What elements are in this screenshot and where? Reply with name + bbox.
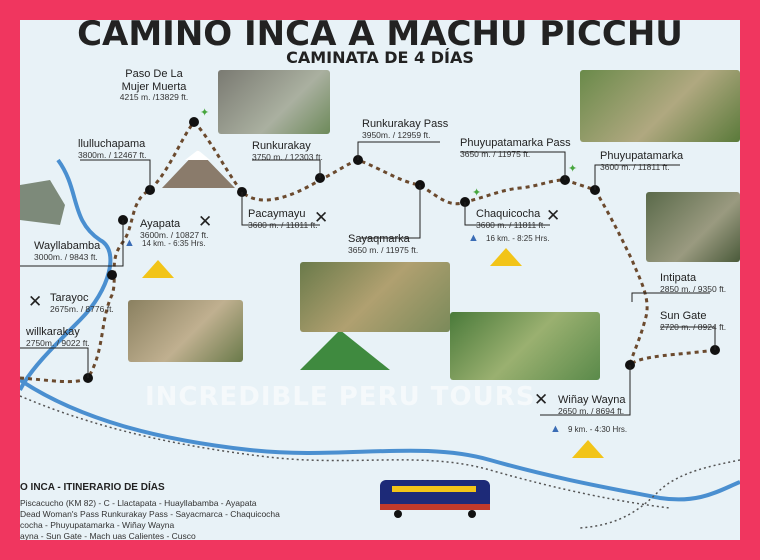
inca-trail	[20, 119, 716, 384]
legend-line: Piscacucho (KM 82) - C - Llactapata - Hu…	[20, 498, 257, 508]
label-leaders	[20, 141, 716, 416]
legend-heading: O INCA - ITINERARIO DE DÍAS	[20, 482, 165, 493]
label-pacaymayu: Pacaymayu 3600 m. / 11811 ft.	[248, 208, 318, 230]
legend-line: ayna - Sun Gate - Mach uas Calientes - C…	[20, 531, 196, 540]
ruin-photo	[450, 312, 600, 380]
railway-right	[579, 459, 740, 529]
map-title: CAMINO INCA A MACHU PICCHU	[77, 20, 683, 54]
ruin-photo	[300, 262, 450, 332]
campsite-tent-icon	[142, 260, 174, 278]
leaf-icon: ✦	[568, 163, 578, 175]
river	[20, 158, 740, 502]
label-phuyupatamarka-pass: Phuyupatamarka Pass 3650 m. / 11975 ft.	[460, 137, 571, 159]
label-sayaqmarka: Sayaqmarka 3650 m. / 11975 ft.	[348, 233, 419, 255]
cutlery-icon: ✕	[28, 292, 43, 312]
cutlery-icon: ✕	[198, 212, 213, 232]
mountain-illustration	[20, 180, 65, 225]
label-runkurakay: Runkurakay 3750 m. / 12303 ft.	[252, 140, 323, 162]
cutlery-icon: ✕	[314, 208, 329, 228]
ruin-photo	[646, 192, 740, 262]
day-stat: 16 km. - 8:25 Hrs.	[486, 234, 550, 243]
railway	[20, 395, 671, 509]
cutlery-icon: ✕	[546, 206, 561, 226]
boot-icon: ▲	[468, 232, 479, 244]
label-intipata: Intipata 2850 m. / 9350 ft.	[660, 272, 727, 294]
legend-line: cocha - Phuyupatamarka - Wiñay Wayna	[20, 520, 175, 530]
label-willkarakay: willkarakay 2750m. / 9022 ft.	[26, 326, 90, 348]
leaf-icon: ✦	[200, 107, 210, 119]
campsite-tent-icon	[490, 248, 522, 266]
day-stat: 9 km. - 4:30 Hrs.	[568, 425, 628, 434]
itinerary-legend: O INCA - ITINERARIO DE DÍAS Piscacucho (…	[20, 478, 380, 540]
campsite-tent-icon	[572, 440, 604, 458]
ruin-photo	[218, 70, 330, 134]
label-llulluchapama: llulluchapama 3800m. / 12467 ft.	[78, 138, 147, 160]
ruin-photo	[580, 70, 740, 142]
day-stat: 14 km. - 6:35 Hrs.	[142, 239, 206, 248]
train-illustration	[380, 480, 490, 518]
leaf-icon: ✦	[472, 187, 482, 199]
boot-icon: ▲	[550, 423, 561, 435]
stop-marker	[189, 117, 199, 127]
mountain-illustration	[300, 330, 390, 370]
mountain-illustration	[185, 150, 210, 160]
legend-line: Dead Woman's Pass Runkurakay Pass - Saya…	[20, 509, 280, 519]
boot-icon: ▲	[124, 237, 135, 249]
label-runkurakay-pass: Runkurakay Pass 3950m. / 12959 ft.	[362, 118, 449, 140]
stop-marker	[107, 270, 117, 280]
label-ayapata: Ayapata 3600m. / 10827 ft.	[140, 218, 209, 240]
label-paso-mujer: Paso De La Mujer Muerta 4215 m. /13829 f…	[119, 68, 189, 103]
map-subtitle: CAMINATA DE 4 DÍAS	[286, 48, 474, 67]
label-winay-wayna: Wiñay Wayna 2650 m. / 8694 ft.	[558, 394, 626, 416]
label-wayllabamba: Wayllabamba 3000m. / 9843 ft.	[34, 240, 101, 262]
label-tarayoc: Tarayoc 2675m. / 8776 ft.	[50, 292, 114, 314]
cutlery-icon: ✕	[534, 390, 549, 410]
watermark: INCREDIBLE PERU TOURS	[145, 382, 536, 412]
label-phuyupatamarka: Phuyupatamarka 3600 m. / 11811 ft.	[600, 150, 684, 172]
map-canvas: CAMINO INCA A MACHU PICCHU CAMINATA DE 4…	[20, 20, 740, 540]
label-sun-gate: Sun Gate 2720 m. / 8924 ft.	[660, 310, 727, 332]
mountain-illustration	[162, 150, 235, 188]
label-chaquicocha: Chaquicocha 3600 m. / 11811 ft.	[476, 208, 546, 230]
map-drawing	[20, 117, 740, 529]
ruin-photo	[128, 300, 243, 362]
